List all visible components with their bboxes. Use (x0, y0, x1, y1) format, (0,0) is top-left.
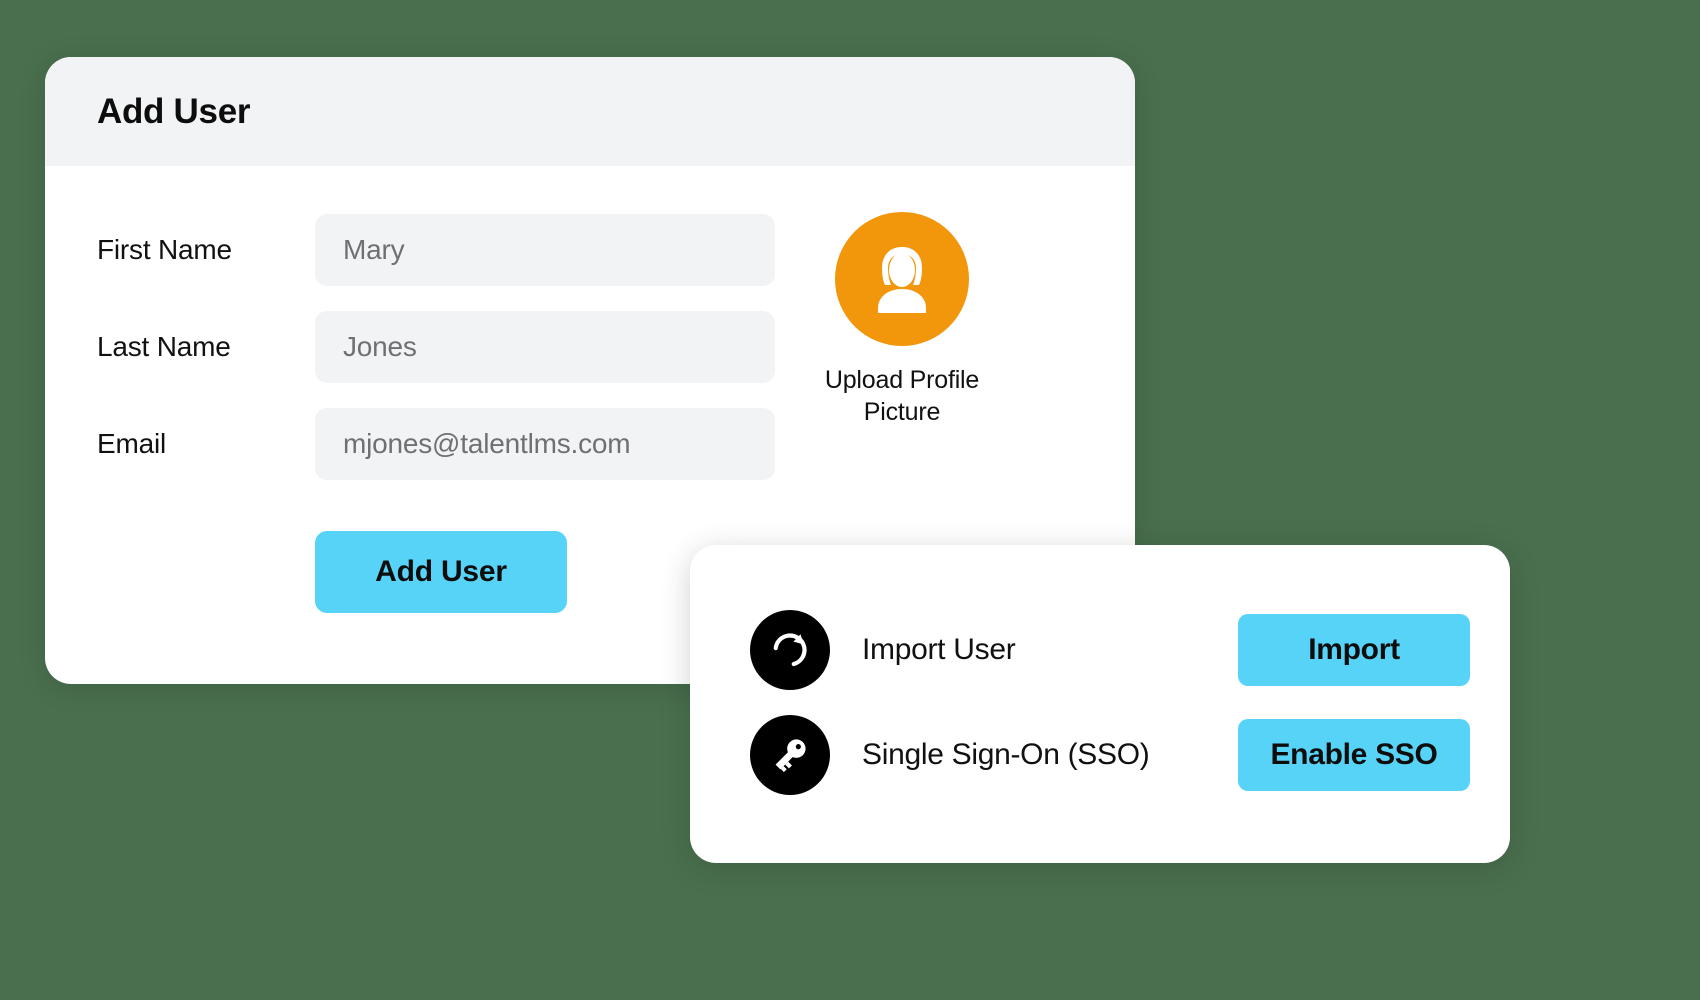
import-button[interactable]: Import (1238, 613, 1470, 686)
last-name-input[interactable] (315, 311, 775, 383)
import-user-row: Import User Import (750, 597, 1470, 702)
upload-caption: Upload Profile Picture (777, 364, 1027, 428)
upload-caption-line1: Upload Profile (824, 366, 980, 394)
sso-row: Single Sign-On (SSO) Enable SSO (750, 702, 1470, 807)
refresh-import-icon[interactable] (750, 609, 830, 690)
add-user-card: Add User First Name Last Name Email Add … (45, 57, 1135, 684)
import-user-label: Import User (862, 632, 1016, 666)
key-glyph (775, 738, 806, 772)
first-name-input[interactable] (315, 214, 775, 286)
card-body: First Name Last Name Email Add User (45, 166, 1135, 684)
upload-profile-picture[interactable]: Upload Profile Picture (777, 212, 1027, 428)
refresh-arrow-glyph (773, 632, 807, 666)
enable-sso-button[interactable]: Enable SSO (1238, 718, 1470, 791)
email-input[interactable] (315, 408, 775, 480)
page-title: Add User (97, 91, 251, 131)
card-header: Add User (45, 57, 1135, 166)
last-name-label: Last Name (97, 331, 231, 362)
actions-card: Import User Import Single Sign-On (SSO) … (690, 545, 1510, 863)
key-icon[interactable] (750, 714, 830, 795)
last-name-row: Last Name (97, 311, 1083, 383)
first-name-label: First Name (97, 234, 232, 265)
email-label: Email (97, 428, 167, 459)
upload-caption-line2: Picture (863, 398, 941, 426)
email-row: Email (97, 408, 1083, 480)
sso-label: Single Sign-On (SSO) (862, 737, 1150, 771)
add-user-button[interactable]: Add User (315, 531, 567, 613)
user-avatar-female-icon (878, 247, 926, 313)
avatar[interactable] (835, 212, 969, 346)
first-name-row: First Name (97, 214, 1083, 286)
